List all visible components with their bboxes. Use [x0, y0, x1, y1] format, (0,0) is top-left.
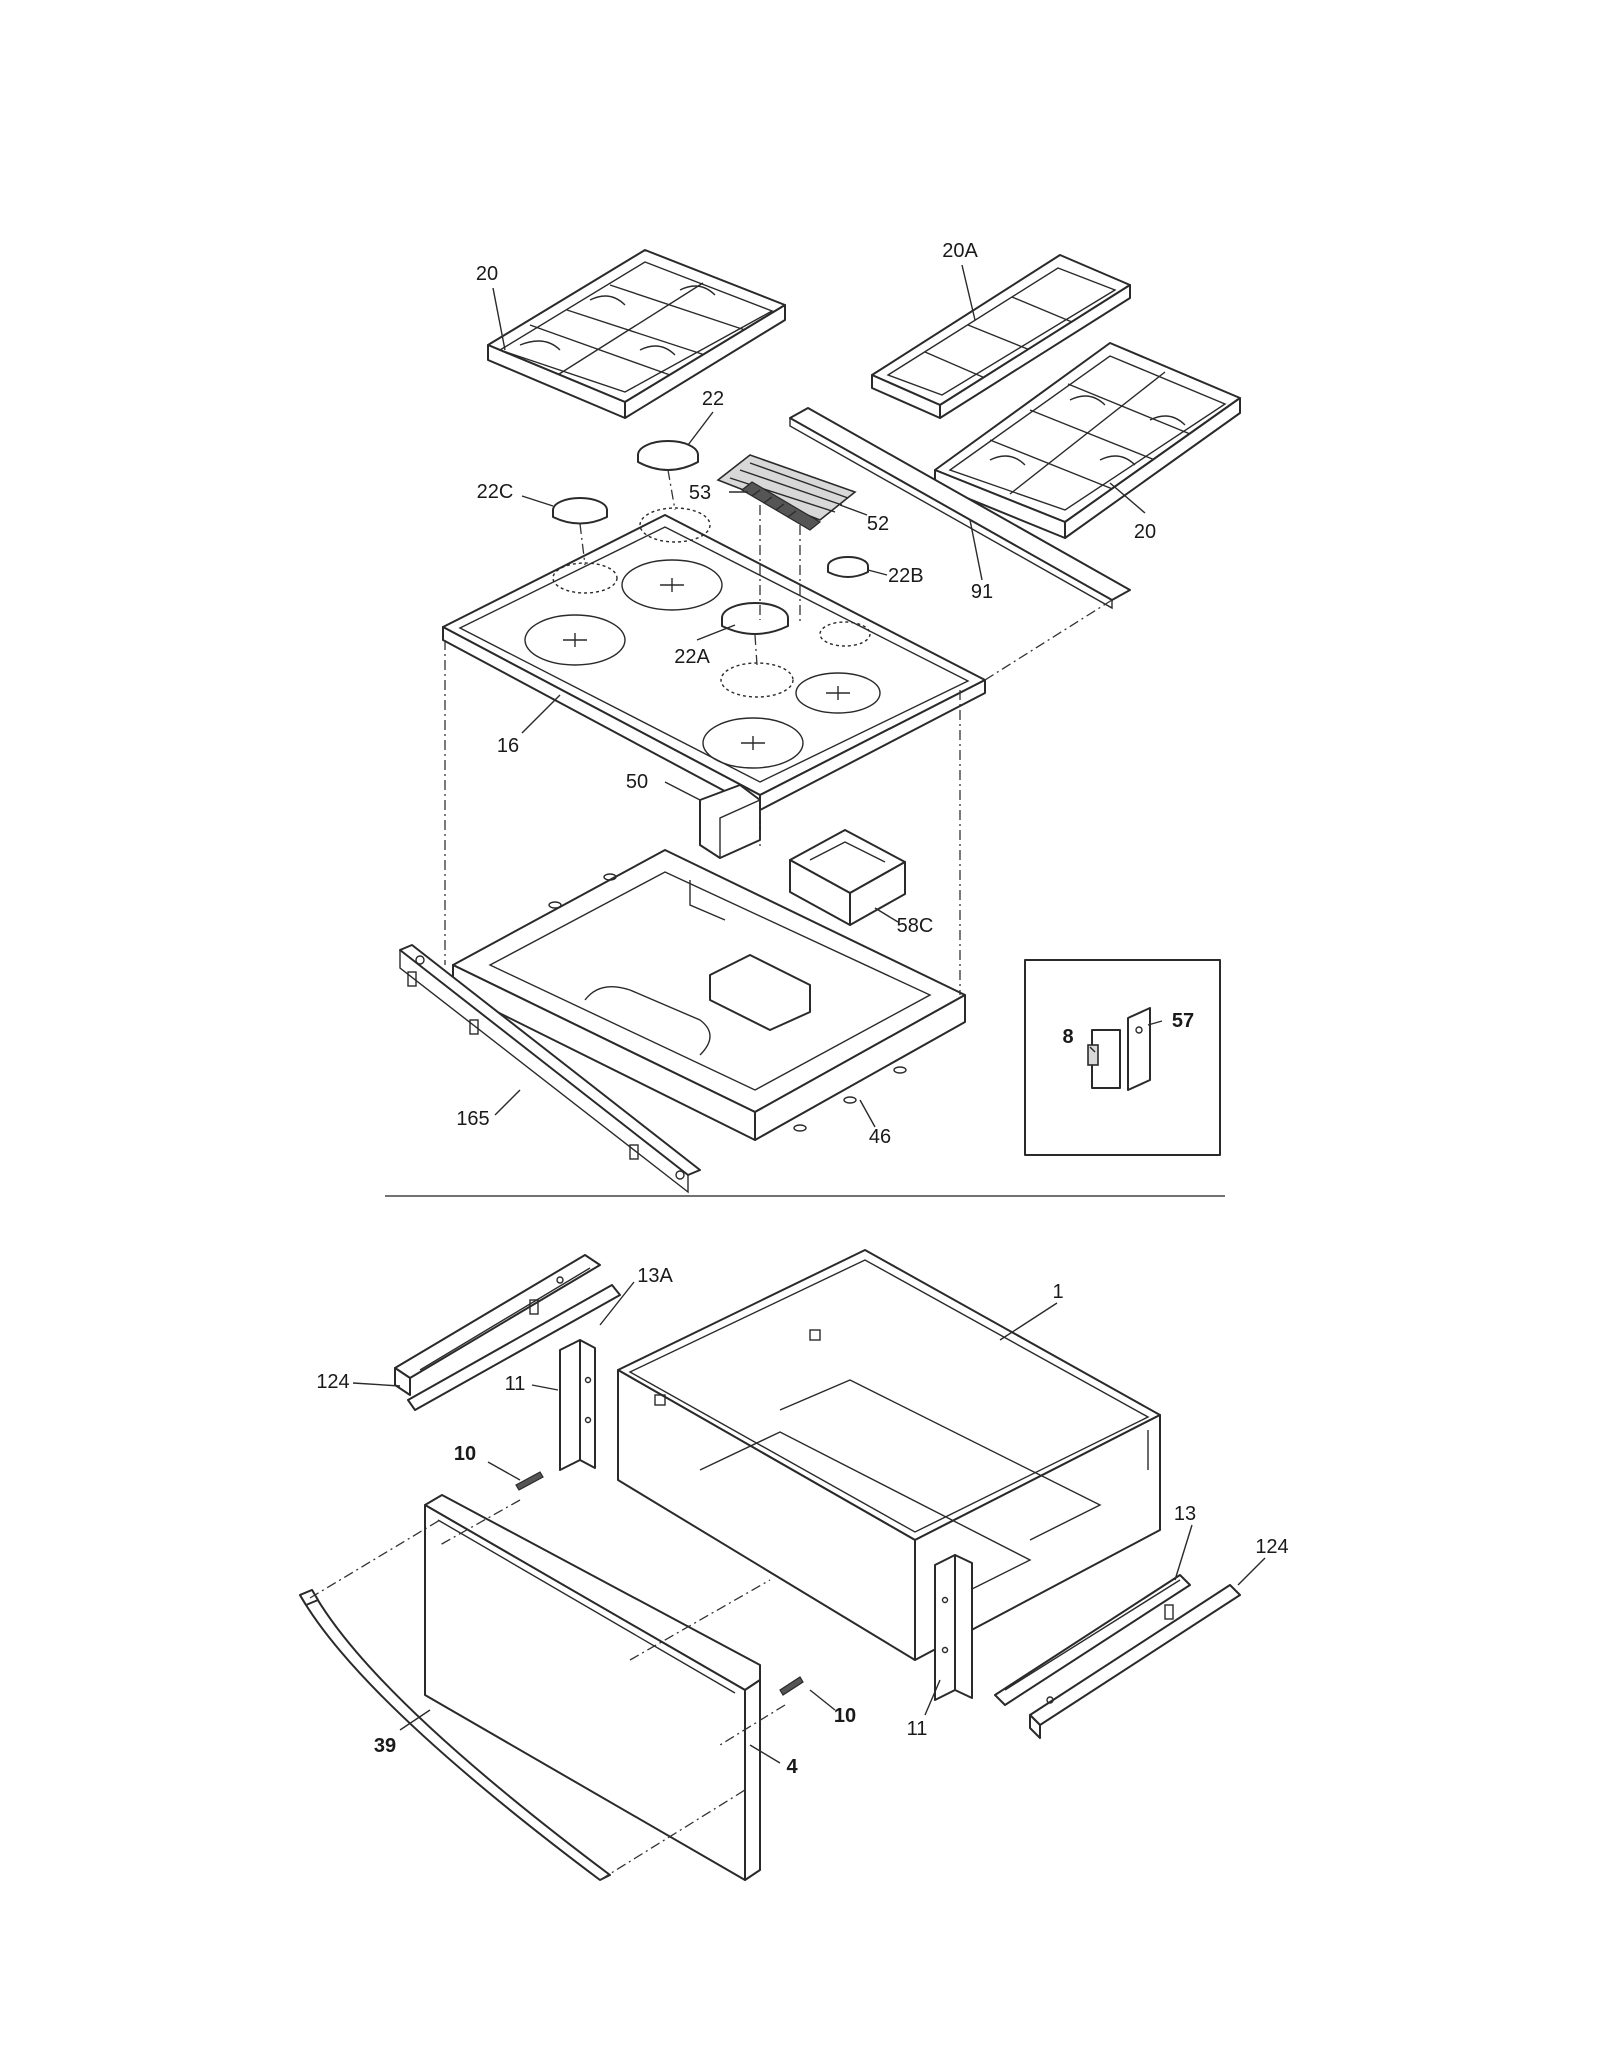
- label-22: 22: [702, 388, 724, 410]
- label-165: 165: [456, 1108, 489, 1130]
- label-22b: 22B: [888, 565, 924, 587]
- label-39: 39: [374, 1735, 396, 1757]
- bracket-center: [699, 784, 761, 859]
- label-1: 1: [1052, 1281, 1063, 1303]
- screw-right: [779, 1676, 804, 1696]
- drawer-body: [617, 1249, 1161, 1661]
- inset-box: [1024, 959, 1221, 1156]
- label-11-left: 11: [505, 1373, 526, 1395]
- label-10-left: 10: [454, 1443, 476, 1465]
- bracket-left: [559, 1339, 596, 1471]
- leader-lines: [352, 264, 1266, 1764]
- label-91: 91: [971, 581, 993, 603]
- handle: [299, 1589, 611, 1881]
- part-labels: 20 20A 20 22 22C 22B 22A 53 52 91 16 50 …: [316, 240, 1288, 1778]
- grate-front-right: [934, 342, 1241, 539]
- label-10-right: 10: [834, 1705, 856, 1727]
- label-4: 4: [786, 1756, 798, 1778]
- screw-left: [515, 1471, 544, 1491]
- burner-caps: [552, 440, 869, 635]
- label-20-left: 20: [476, 263, 498, 285]
- grate-rear-right: [871, 254, 1131, 419]
- vent-insert: [740, 481, 822, 531]
- front-panel: [424, 1494, 761, 1881]
- cooktop: [442, 514, 986, 811]
- label-16: 16: [497, 735, 519, 757]
- bracket-right: [934, 1554, 973, 1701]
- control-box: [789, 829, 906, 926]
- slide-right: [994, 1574, 1241, 1739]
- front-rail: [399, 944, 701, 1194]
- label-124-left: 124: [316, 1371, 349, 1393]
- label-52: 52: [867, 513, 889, 535]
- label-53: 53: [689, 482, 711, 504]
- label-124-right: 124: [1255, 1536, 1288, 1558]
- label-20a: 20A: [942, 240, 978, 262]
- label-13a: 13A: [637, 1265, 673, 1287]
- top-alignment-lines: [444, 469, 1113, 995]
- grate-left: [487, 249, 786, 419]
- label-46: 46: [869, 1126, 891, 1148]
- burner-pan: [452, 849, 966, 1141]
- slide-left: [394, 1254, 621, 1411]
- label-57: 57: [1172, 1010, 1194, 1032]
- label-22c: 22C: [477, 481, 514, 503]
- label-20-right: 20: [1134, 521, 1156, 543]
- vent-trim: [716, 454, 857, 521]
- label-22a: 22A: [674, 646, 710, 668]
- label-58c: 58C: [897, 915, 934, 937]
- bottom-alignment-lines: [309, 1499, 786, 1881]
- label-8: 8: [1062, 1026, 1073, 1048]
- label-50: 50: [626, 771, 648, 793]
- label-13: 13: [1174, 1503, 1196, 1525]
- label-11-right: 11: [907, 1718, 928, 1740]
- trim-strip: [789, 407, 1131, 610]
